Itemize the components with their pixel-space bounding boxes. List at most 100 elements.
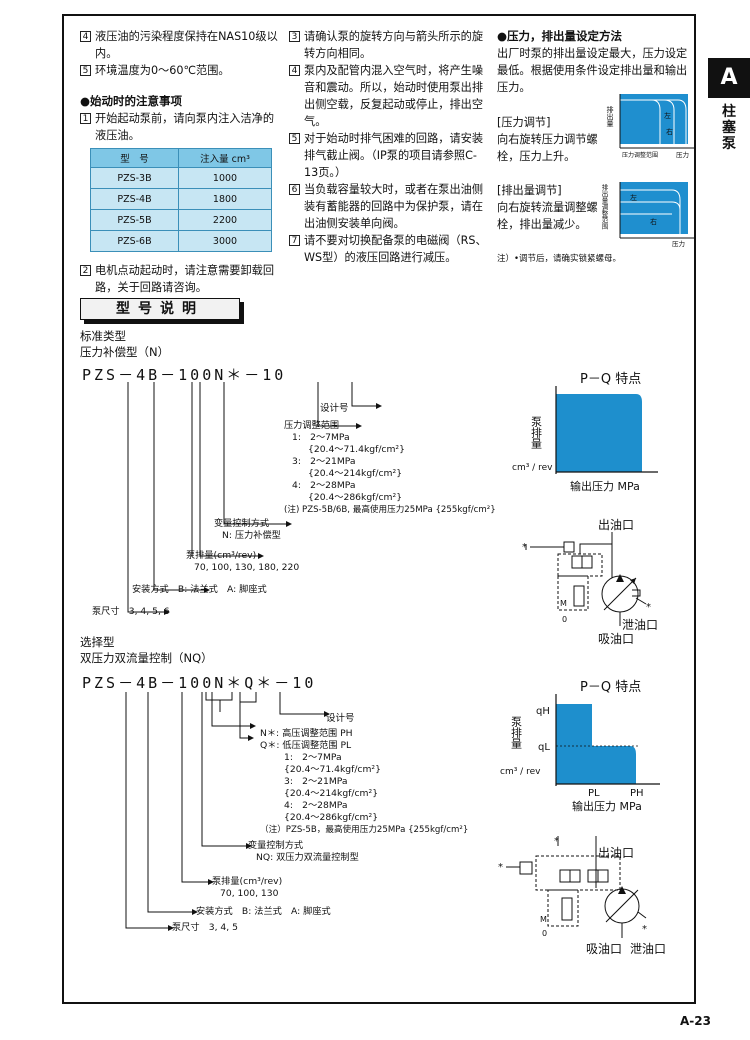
pressure-adjust-title: [压力调节] [497,116,551,129]
n-range: N＊: 高压调整范围 PH [260,728,353,739]
range-item: 4: 2～28MPa [284,800,348,811]
table-cell: 3000 [178,230,272,252]
standard-type-labels: 标准类型 压力补偿型（N） [80,328,169,360]
displacement-title: 泵排量(cm³/rev) [186,550,257,561]
pq-y-label: 泵排量 [530,416,543,449]
control-value: N: 压力补偿型 [222,530,281,541]
flow-adjust-text: 向右旋转流量调整螺栓，排出量减少。 [497,201,598,231]
asterisk-mark: * [642,924,647,935]
mounting-text: 安装方式 B: 法兰式 A: 脚座式 [132,584,267,595]
range-item: 3: 2～21MPa [292,456,356,467]
displacement-title: 泵排量(cm³/rev) [212,876,283,887]
displacement-block: 泵排量(cm³/rev) 70, 100, 130 [212,876,282,900]
flow-adjust-title: [排出量调节] [497,184,562,197]
pq-x-label: 输出压力 MPa [572,799,642,813]
type-label: 标准类型 [80,329,126,343]
x-range-label: 压力调整范围 [622,151,658,159]
motor-mark: M [560,599,567,608]
note-number: 6 [289,184,300,195]
page-frame [62,14,696,1004]
note-text: 环境温度为0～60℃范围。 [95,64,230,77]
note-text: 开始起动泵前，请向泵内注入洁净的液压油。 [95,112,275,142]
note-number: 7 [289,235,300,246]
table-cell: 2200 [178,209,272,231]
pq-area [556,394,642,472]
x-axis-label: 压力 [672,239,685,248]
note-item: 5 环境温度为0～60℃范围。 [80,62,280,79]
startup-heading: ●始动时的注意事项 [80,94,183,108]
pq-area [556,704,636,784]
pressure-range-title: 压力调整范围 [284,420,340,431]
note-item: 6 当负载容量较大时，或者在泵出油侧装有蓄能器的回路中为保护泵，请在出油侧安装单… [289,181,487,232]
y-axis-label: 排出量 [606,105,614,127]
table-row: PZS-6B 3000 [90,230,272,252]
table-row: PZS-3B 1000 [90,167,272,189]
model-code: PZS－4B－100N＊－10 [82,366,287,384]
x-axis-label: 压力 [676,150,689,159]
note-text: 对于始动时排气困难的回路，请安装排气截止阀。（IP泵的项目请参照C-13页。） [304,132,484,179]
zero-mark: 0 [562,615,567,624]
design-no-label: 设计号 [326,713,355,724]
range-item: {20.4～214kgf/cm²} [308,468,403,479]
range-item: 3: 2～21MPa [284,776,348,787]
table-row: PZS-5B 2200 [90,209,272,231]
pl-label: PL [588,788,600,799]
range-item: {20.4～286kgf/cm²} [284,812,379,823]
table-header: 注入量 cm³ [178,148,272,168]
note-item: 2 电机点动起动时，请注意需要卸载回路，关于回路请咨询。 [80,262,280,296]
size-text: 泵尺寸 3, 4, 5, 6 [92,606,170,617]
right-label: 右 [650,217,657,226]
hydraulic-circuit-standard: * * M 0 [522,532,651,626]
note-number: 3 [289,31,300,42]
note-text: 电机点动起动时，请注意需要卸载回路，关于回路请咨询。 [95,264,275,294]
note-number: 5 [80,65,91,76]
ql-label: qL [538,742,550,753]
inlet-label: 吸油口 [586,942,623,956]
pq-chart-standard: 泵排量 cm³ / rev 输出压力 MPa [512,386,658,493]
note-text: 液压油的污染程度保持在NAS10级以内。 [95,30,278,60]
pressure-range-block: N＊: 高压调整范围 PH Q＊: 低压调整范围 PL 1: 2～7MPa {2… [260,728,500,836]
note-number: 5 [289,133,300,144]
category-label: 柱塞泵 [722,104,736,152]
model-code: PZS－4B－100N＊Q＊－10 [82,674,317,692]
control-label: 压力补偿型（N） [80,345,170,359]
range-item: 4: 2～28MPa [292,480,356,491]
section-tab: A [708,58,750,98]
note-item: 7 请不要对切换配备泵的电磁阀（RS、WS型）的液压回路进行减压。 [289,232,487,266]
q-range: Q＊: 低压调整范围 PL [260,740,352,751]
range-item: {20.4～286kgf/cm²} [308,492,403,503]
oil-fill-table: 型 号 注入量 cm³ PZS-3B 1000 PZS-4B 1800 PZS-… [90,148,272,252]
note-text: 当负载容量较大时，或者在泵出油侧装有蓄能器的回路中为保护泵，请在出油侧安装单向阀… [304,183,484,230]
ph-label: PH [630,788,644,799]
control-value: NQ: 双压力双流量控制型 [256,852,359,863]
range-item: {20.4～71.4kgf/cm²} [284,764,381,775]
type-label: 选择型 [80,635,115,649]
zero-mark: 0 [542,929,547,938]
table-cell: PZS-3B [90,167,179,189]
note-number: 1 [80,113,91,124]
range-item: {20.4～214kgf/cm²} [284,788,379,799]
pressure-adjust-block: [压力调节] 向右旋转压力调节螺栓，压力上升。 [497,114,607,165]
right-label: 右 [666,127,673,136]
asterisk-mark: * [646,602,651,613]
selection-code-tree [125,692,330,931]
control-title: 变量控制方式 [248,840,304,851]
column-3: ●压力，排出量设定方法 出厂时泵的排出量设定最大，压力设定最低。根据使用条件设定… [497,28,693,96]
page-number: A-23 [680,1014,711,1028]
note-item: 5 对于始动时排气困难的回路，请安装排气截止阀。（IP泵的项目请参照C-13页。… [289,130,487,181]
drain-label: 泄油口 [630,942,667,956]
section-title: 型号说明 [80,298,240,320]
range-note: （注）PZS-5B，最高使用压力25MPa {255kgf/cm²} [260,825,469,835]
figure-area [620,94,688,144]
inlet-label: 吸油口 [598,632,635,646]
drain-label: 泄油口 [622,618,659,632]
pressure-adjust-figure: 左 右 排出量 压力调整范围 压力 [606,94,694,159]
note-number: 2 [80,265,91,276]
table-cell: 1800 [178,188,272,210]
column-1: 4 液压油的污染程度保持在NAS10级以内。 5 环境温度为0～60℃范围。 ●… [80,28,280,296]
flow-adjust-figure: 左 右 排出量调整范围 压力 [600,182,694,248]
pq-y-unit: cm³ / rev [512,463,553,473]
note-item: 3 请确认泵的旋转方向与箭头所示的旋转方向相同。 [289,28,487,62]
note-text: 请确认泵的旋转方向与箭头所示的旋转方向相同。 [304,30,484,60]
pq-title: P－Q 特点 [580,680,642,695]
